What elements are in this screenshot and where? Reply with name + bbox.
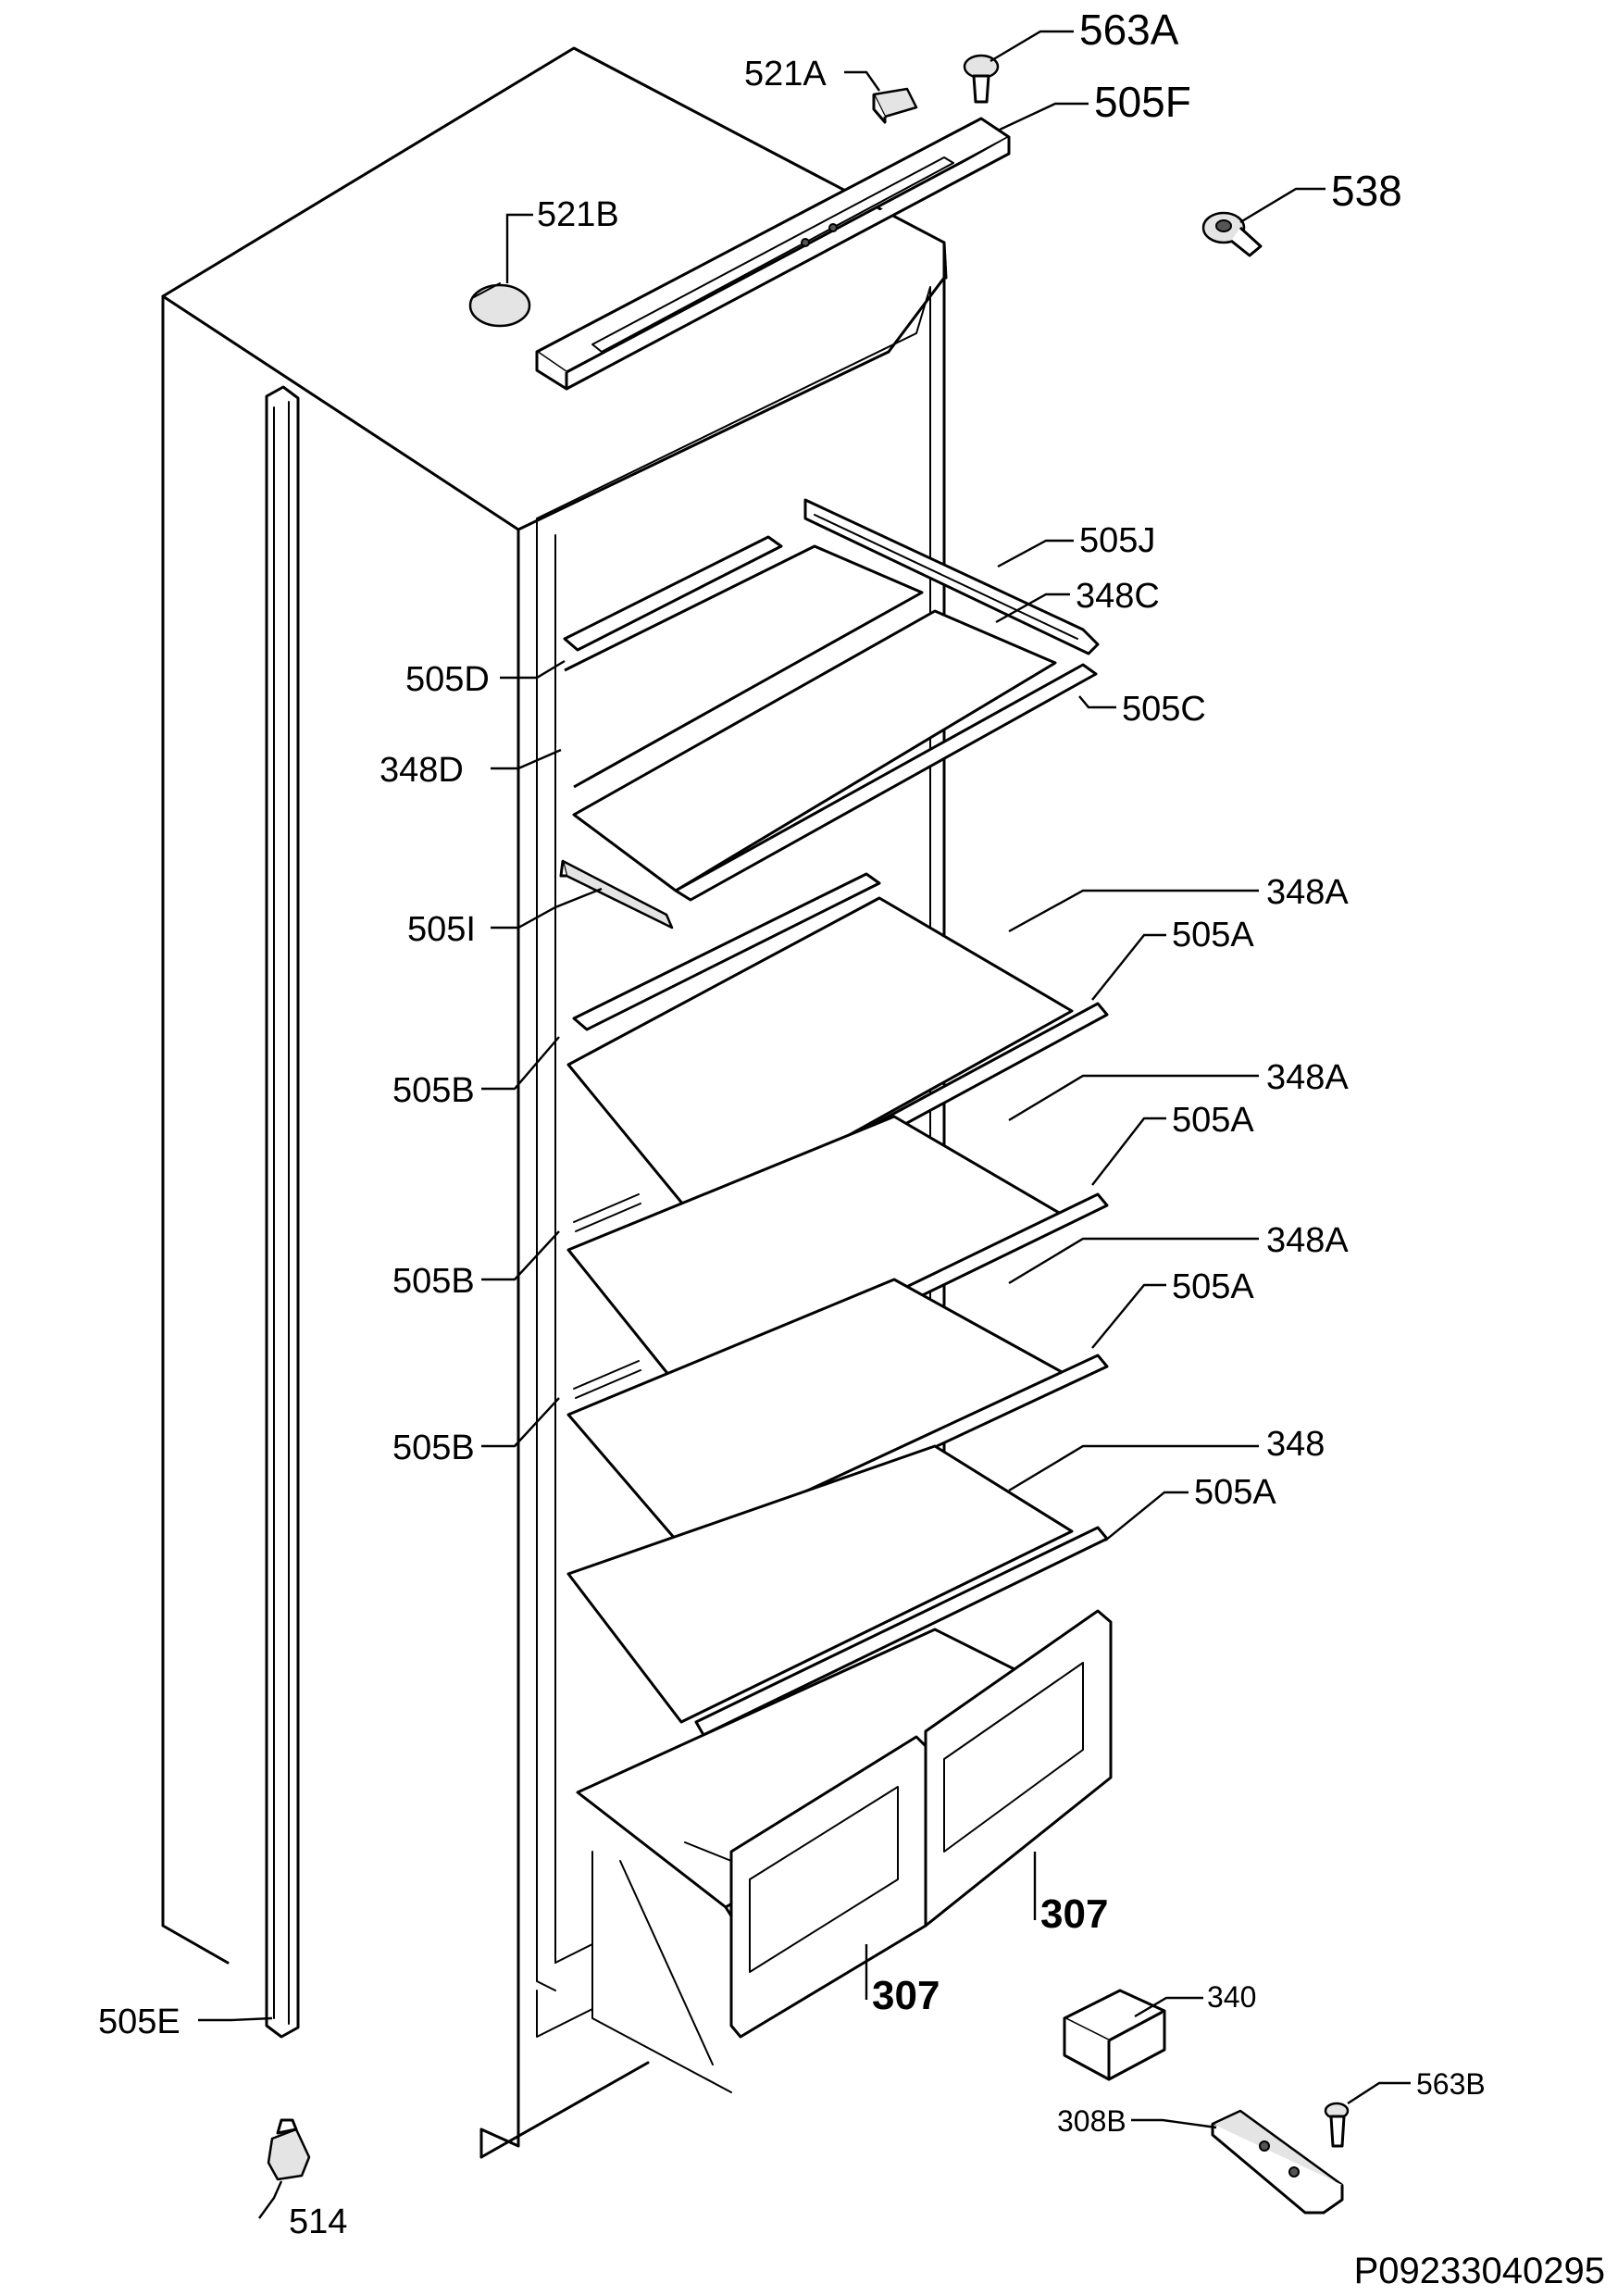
top-hinge-bracket-505F [535, 117, 1011, 391]
screw-563A [963, 54, 1000, 104]
label-521B: 521B [537, 195, 619, 234]
label-340: 340 [1207, 1980, 1256, 2014]
cabinet-body [161, 46, 948, 2159]
label-307-left: 307 [872, 1973, 940, 2018]
drawing-code: P09233040295 [1354, 2251, 1605, 2291]
label-514: 514 [289, 2202, 347, 2241]
label-563A: 563A [1079, 6, 1179, 54]
hinge-part-538 [1201, 211, 1263, 257]
cap-521B [468, 282, 531, 328]
label-538: 538 [1331, 167, 1402, 215]
top-shelf-assembly [559, 498, 1100, 930]
label-348A-3: 348A [1266, 1221, 1349, 1260]
label-505C: 505C [1122, 690, 1206, 729]
label-505A-1: 505A [1172, 916, 1254, 955]
label-505E: 505E [98, 2003, 180, 2041]
label-348C: 348C [1076, 577, 1160, 616]
label-348A-1: 348A [1266, 873, 1349, 912]
label-505B-3: 505B [392, 1429, 475, 1467]
label-348D: 348D [380, 751, 464, 790]
label-505J: 505J [1079, 521, 1155, 560]
leader-lines [198, 30, 1411, 2219]
crisper-drawers [576, 1609, 1113, 2093]
label-307-right: 307 [1040, 1891, 1108, 1937]
label-505B-2: 505B [392, 1262, 475, 1301]
cap-521A [872, 87, 918, 124]
label-521A: 521A [744, 55, 827, 94]
label-505A-3: 505A [1172, 1267, 1254, 1306]
label-505A-2: 505A [1172, 1101, 1254, 1140]
door-seal-strip-505E [265, 385, 300, 2039]
label-505D: 505D [405, 660, 490, 699]
label-505A-4: 505A [1194, 1473, 1276, 1512]
label-308B: 308B [1057, 2104, 1126, 2138]
label-563B: 563B [1416, 2067, 1486, 2101]
bottom-hinge-308B [1211, 2109, 1344, 2215]
block-340 [1063, 1989, 1166, 2081]
label-505F: 505F [1094, 78, 1191, 126]
screw-563B [1324, 2102, 1350, 2148]
shelf-4 [566, 1444, 1109, 1737]
part-labels: 563A 521A 505F 521B 538 505J 348C 505D 5… [98, 6, 1486, 2241]
label-505I: 505I [407, 910, 476, 949]
foot-514 [267, 2118, 311, 2181]
label-505B-1: 505B [392, 1071, 475, 1110]
label-348A-2: 348A [1266, 1058, 1349, 1097]
label-348: 348 [1266, 1425, 1325, 1464]
